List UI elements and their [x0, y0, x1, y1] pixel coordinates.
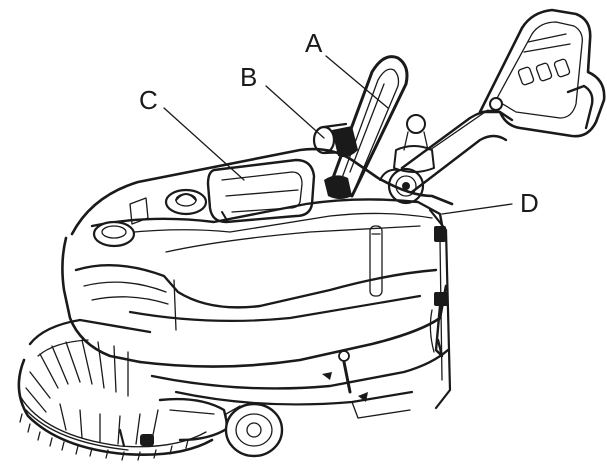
leader-line-d [441, 203, 513, 215]
handle [400, 8, 606, 194]
deck-ribs [25, 339, 159, 445]
rear-wheel [224, 402, 284, 458]
tank-opening [206, 158, 316, 224]
machine-body [61, 147, 454, 419]
callout-c: C [139, 85, 158, 115]
brush-deck [17, 318, 230, 461]
leader-line-b [265, 85, 325, 139]
leader-line-c [163, 107, 245, 181]
side-connector [429, 226, 448, 358]
callout-d: D [520, 188, 539, 218]
leader-line-a [325, 55, 389, 109]
callout-b: B [240, 62, 257, 92]
tank-lid [324, 55, 409, 199]
callout-a: A [305, 28, 323, 58]
filler-cap [92, 188, 208, 248]
leader-lines [163, 55, 513, 215]
rear-pivot [379, 114, 435, 205]
